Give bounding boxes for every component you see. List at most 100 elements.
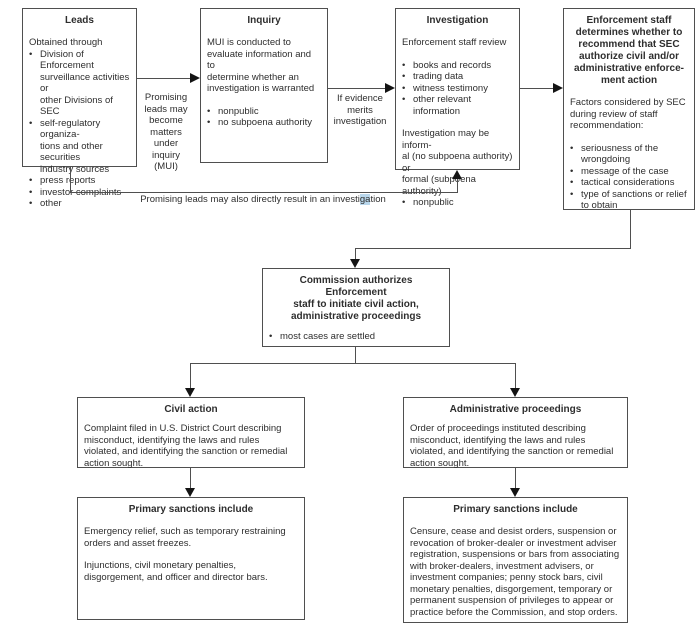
enforcement-staff-box-intro: Factors considered by SEC during review …	[570, 97, 686, 131]
connector-line	[328, 88, 386, 89]
administrative-proceedings-box-title: Administrative proceedings	[449, 404, 582, 415]
bullet-icon: •	[402, 197, 406, 208]
arrowhead-down-icon	[185, 388, 195, 397]
bullet-text: nonpublic	[413, 197, 454, 208]
list-item: •most cases are settled	[269, 331, 443, 343]
list-item: • other relevant information	[402, 94, 513, 117]
investigation-bullet-list: •books and records • trading data • witnes…	[402, 60, 513, 118]
bullet-icon: •	[207, 105, 211, 117]
investigation-box-body2: Investigation may be inform- al (no subp…	[402, 128, 513, 197]
leads-bullet-list: • Division of Enforcement surveillance ac…	[29, 49, 130, 210]
bullet-icon: •	[29, 198, 33, 209]
list-item: • nonpublic	[402, 197, 513, 209]
bullet-icon: •	[29, 48, 33, 60]
arrowhead-right-icon	[385, 83, 395, 93]
list-item: • trading data	[402, 71, 513, 83]
bullet-text: witness testimony	[413, 82, 488, 94]
bullet-icon: •	[402, 82, 406, 94]
list-item: •message of the case	[570, 166, 688, 178]
list-item: • seriousness of the wrongdoing	[570, 143, 688, 166]
connector-line	[515, 363, 516, 388]
bullet-text: other	[40, 198, 62, 209]
list-item: • nonpublic	[207, 106, 321, 118]
leads-box: Leads Obtained through •Division of Enfo…	[22, 8, 137, 209]
arrowhead-up-icon	[452, 170, 462, 179]
connector-line	[630, 210, 631, 248]
bullet-icon: •	[570, 188, 574, 200]
administrative-proceedings-box: Administrative proceedings Order of proc…	[403, 397, 628, 469]
bullet-text: most cases are settled	[280, 331, 376, 342]
bullet-text: tactical considerations	[581, 177, 675, 188]
label-leads-to-inquiry: Promising leads may become matters under…	[144, 92, 188, 172]
list-item: • self-regulatory organiza- tions and oth…	[29, 118, 130, 176]
list-item: •press reports	[29, 175, 130, 187]
connector-line	[70, 167, 71, 192]
connector-line	[137, 78, 191, 79]
enforcement-staff-box: Enforcement staff determines whether to …	[563, 8, 695, 212]
leads-box-intro: Obtained through	[29, 37, 103, 48]
label-text: Promising leads may also directly result…	[140, 194, 360, 205]
arrowhead-down-icon	[510, 488, 520, 497]
list-item: • tactical considerations	[570, 177, 688, 189]
bullet-icon: •	[402, 71, 406, 82]
connector-line	[355, 248, 356, 259]
bullet-text: type of sanctions or relief to obtain	[581, 188, 687, 212]
bullet-icon: •	[402, 94, 406, 105]
primary-sanctions-civil-para-2: Injunctions, civil monetary penalties, d…	[84, 560, 268, 583]
label-text: tion	[370, 194, 386, 205]
bullet-text: message of the case	[581, 165, 669, 177]
list-item: • other	[29, 198, 130, 210]
bullet-text: Division of Enforcement surveillance act…	[40, 48, 130, 118]
administrative-proceedings-box-body: Order of proceedings instituted describi…	[410, 423, 614, 469]
civil-action-box-title: Civil action	[164, 404, 218, 415]
list-item: •books and records	[402, 60, 513, 72]
primary-sanctions-admin-body: Censure, cease and desist orders, suspen…	[410, 526, 620, 618]
enforcement-bullet-list: •seriousness of the wrongdoing •message …	[570, 143, 688, 212]
bullet-icon: •	[29, 117, 33, 129]
civil-action-box: Civil action Complaint filed in U.S. Dis…	[77, 397, 305, 469]
bullet-icon: •	[402, 59, 406, 71]
investigation-box-intro: Enforcement staff review	[402, 37, 507, 48]
bullet-icon: •	[29, 175, 33, 186]
bullet-icon: •	[207, 117, 211, 128]
bullet-text: nonpublic	[218, 105, 259, 117]
text-selection-highlight: ga	[359, 194, 371, 205]
inquiry-box-body: MUI is conducted to evaluate information…	[207, 37, 315, 94]
commission-box: Commission authorizes Enforcement staff …	[262, 268, 450, 347]
bullet-icon: •	[570, 142, 574, 154]
commission-box-title: Commission authorizes Enforcement staff …	[290, 275, 422, 322]
inquiry-box-title: Inquiry	[247, 15, 281, 26]
list-item: • type of sanctions or relief to obtain	[570, 189, 688, 212]
bullet-text: trading data	[413, 71, 464, 82]
investigation-bullet-list-2: • nonpublic	[402, 197, 513, 209]
connector-line	[190, 363, 516, 364]
list-item: •no subpoena authority	[207, 117, 321, 129]
primary-sanctions-admin-title: Primary sanctions include	[453, 504, 578, 515]
bullet-text: self-regulatory organiza- tions and othe…	[40, 117, 110, 175]
bullet-text: seriousness of the wrongdoing	[581, 142, 659, 166]
enforcement-staff-box-title: Enforcement staff determines whether to …	[573, 15, 685, 86]
connector-line	[515, 468, 516, 488]
bullet-text: other relevant information	[413, 94, 472, 117]
commission-bullet-list: •most cases are settled	[269, 331, 443, 343]
primary-sanctions-civil-box: Primary sanctions include Emergency reli…	[77, 497, 305, 620]
label-if-evidence-merits: If evidence merits investigation	[333, 93, 387, 127]
investigation-box: Investigation Enforcement staff review •…	[395, 8, 520, 208]
bullet-icon: •	[29, 186, 33, 198]
civil-action-box-body: Complaint filed in U.S. District Court d…	[84, 423, 288, 469]
arrowhead-right-icon	[553, 83, 563, 93]
inquiry-box: Inquiry MUI is conducted to evaluate inf…	[200, 8, 328, 163]
arrowhead-down-icon	[510, 388, 520, 397]
investigation-box-title: Investigation	[426, 15, 489, 26]
label-direct-to-investigation: Promising leads may also directly result…	[98, 194, 428, 206]
connector-line	[355, 347, 356, 363]
connector-line	[190, 363, 191, 388]
arrowhead-right-icon	[190, 73, 200, 83]
primary-sanctions-civil-title: Primary sanctions include	[128, 504, 254, 515]
bullet-icon: •	[570, 177, 574, 188]
connector-line	[190, 468, 191, 488]
primary-sanctions-admin-box: Primary sanctions include Censure, cease…	[403, 497, 628, 623]
inquiry-bullet-list: • nonpublic •no subpoena authority	[207, 106, 321, 129]
connector-line	[355, 248, 631, 249]
connector-line	[457, 179, 458, 192]
